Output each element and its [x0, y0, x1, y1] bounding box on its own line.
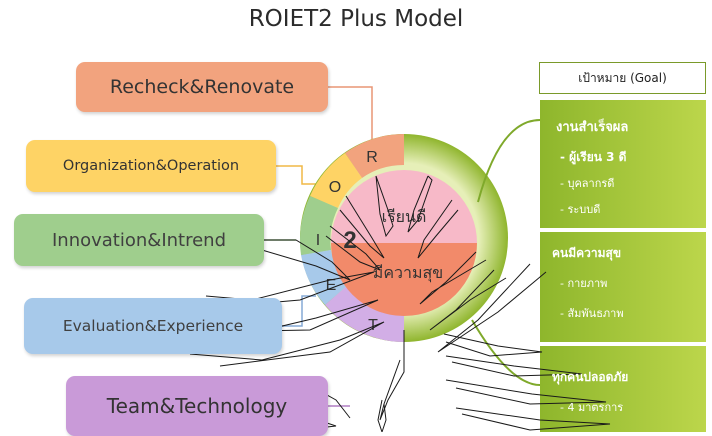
panel-3-item: - 4 มาตรการ [560, 401, 624, 414]
panel-2-item: - กายภาพ [560, 277, 608, 290]
panel-1-item: - ระบบดี [560, 203, 601, 216]
panel-1-head: งานสำเร็จผล [556, 120, 629, 135]
panel-2-head: คนมีความสุข [552, 246, 622, 260]
panel-1-item: - บุคลากรดี [560, 177, 615, 190]
inner-upper-label: เรียนดี [382, 207, 427, 226]
letter-i: I [316, 232, 320, 249]
segment-t [325, 285, 404, 342]
team-technology-box: Team&Technology [66, 376, 328, 436]
connector-organization [276, 165, 318, 185]
panel-2-item: - สัมพันธภาพ [560, 307, 624, 320]
connector-recheck [328, 86, 373, 140]
recheck-renovate-box: Recheck&Renovate [76, 62, 328, 112]
evaluation-experience-box: Evaluation&Experience [24, 298, 282, 354]
panel-connectors [471, 119, 541, 386]
connector-panel-1 [477, 119, 541, 203]
panel-2-bg [540, 232, 706, 342]
letter-o: O [329, 179, 341, 196]
segment-i [299, 196, 338, 255]
letter-r: R [366, 149, 378, 166]
inner-lower [331, 243, 477, 316]
panel-3-bg [540, 346, 706, 432]
goal-header: เป้าหมาย (Goal) [539, 62, 706, 94]
organization-operation-box: Organization&Operation [26, 140, 276, 192]
segment-e [301, 250, 348, 305]
wheel-number: 2 [343, 227, 356, 254]
connector-panel-3 [471, 319, 541, 386]
letter-t: T [368, 317, 378, 334]
inner-upper [331, 170, 477, 243]
panel-1-item: - ผู้เรียน 3 ดี [560, 150, 627, 164]
innovation-intrend-box: Innovation&Intrend [14, 214, 264, 266]
diagram-title: ROIET2 Plus Model [248, 6, 464, 32]
panel-1-bg [540, 100, 706, 228]
segment-o [310, 153, 362, 208]
letter-e: E [326, 277, 337, 294]
panel-3-head: ทุกคนปลอดภัย [552, 370, 629, 384]
segment-r [345, 134, 404, 178]
box-connectors [328, 86, 373, 140]
connector-evaluation [282, 295, 316, 327]
inner-lower-label: มีความสุข [373, 263, 443, 283]
